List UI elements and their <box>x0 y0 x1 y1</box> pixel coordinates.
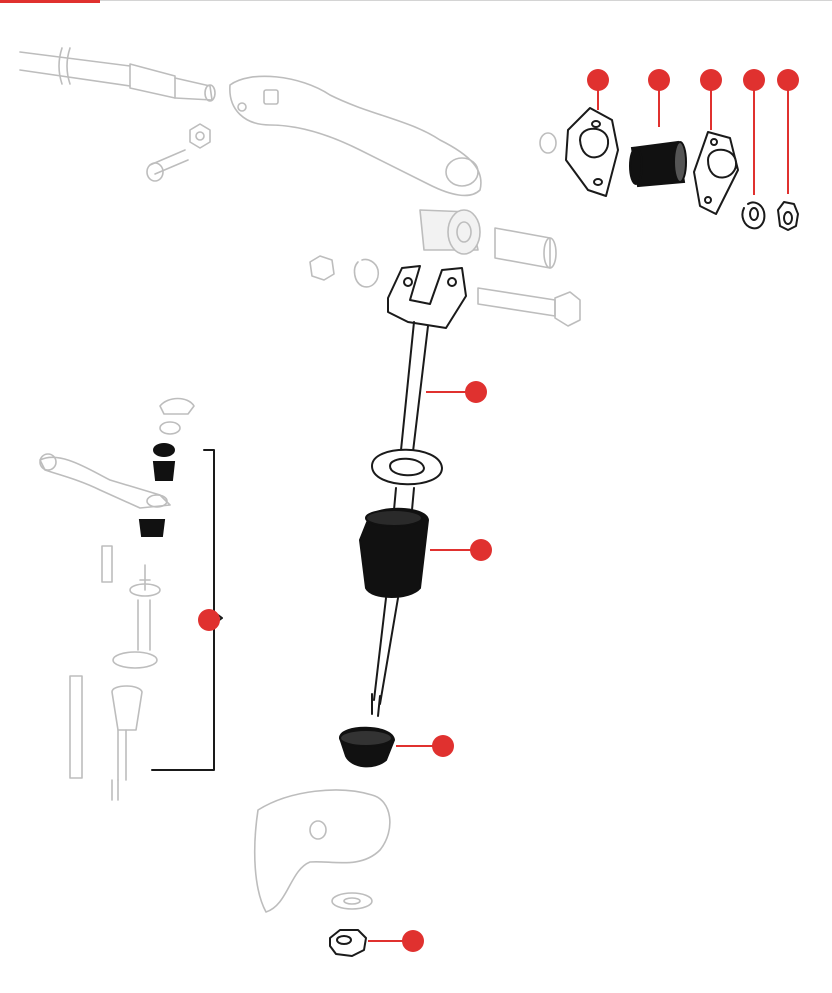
callout-marker-upper-bushing-retainer[interactable] <box>587 69 609 91</box>
sway-bar-ghost <box>19 47 216 102</box>
upper-washer <box>371 448 443 486</box>
end-link-kit-ghost <box>39 397 195 801</box>
upper-bushing-retainer <box>539 107 619 197</box>
nut <box>777 201 799 231</box>
callout-marker-lower-grommet[interactable] <box>432 735 454 757</box>
callout-marker-lower-nut[interactable] <box>402 930 424 952</box>
bracket-rod <box>387 265 467 461</box>
control-arm-ghost <box>229 75 482 197</box>
lower-grommet <box>338 726 396 768</box>
lock-washer <box>741 201 766 230</box>
header-rule <box>100 0 832 1</box>
callout-marker-nut[interactable] <box>777 69 799 91</box>
callout-marker-upper-bushing[interactable] <box>648 69 670 91</box>
callout-marker-lock-washer[interactable] <box>743 69 765 91</box>
hardware-ghost <box>309 255 581 327</box>
upper-bushing <box>629 140 687 188</box>
end-link-kit-dark-parts <box>138 443 176 537</box>
lower-mount-ghost <box>253 789 391 913</box>
lower-nut <box>329 929 367 957</box>
callout-marker-lower-bushing-retainer[interactable] <box>700 69 722 91</box>
shock-bushing <box>358 487 430 717</box>
lower-bushing-retainer <box>693 131 739 215</box>
callout-marker-bracket-rod[interactable] <box>465 381 487 403</box>
callout-marker-end-link-kit[interactable] <box>198 609 220 631</box>
sleeve-ghost <box>494 227 557 269</box>
callout-marker-shock-bushing[interactable] <box>470 539 492 561</box>
bolt-ghost <box>146 123 211 182</box>
kit-bracket <box>151 449 223 771</box>
header-accent-bar <box>0 0 100 3</box>
pivot-bushing-ghost <box>419 209 481 255</box>
